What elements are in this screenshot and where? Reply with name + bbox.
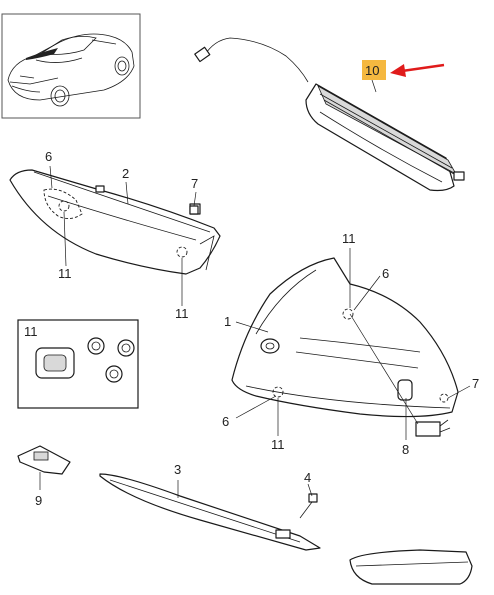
callout-9: 9 [35,493,42,508]
callout-7-right: 7 [472,376,479,391]
vehicle-thumbnail [1,13,141,119]
callout-3: 3 [174,462,181,477]
callout-11-left: 11 [58,266,72,281]
callout-11-inset: 11 [24,324,38,339]
callout-6-right: 6 [382,266,389,281]
callout-6-lower: 6 [222,414,229,429]
part-1-tail-lamp [231,257,459,418]
inset-grommets [17,319,139,409]
callout-6-top: 6 [45,149,52,164]
callout-1: 1 [224,314,231,329]
red-arrow-indicator [390,63,445,77]
callout-10: 10 [365,63,379,78]
callout-4: 4 [304,470,311,485]
part-8-connector [415,419,451,437]
callout-11-panel: 11 [175,306,189,321]
callout-2: 2 [122,166,129,181]
callout-11-lamp-bottom: 11 [271,437,285,452]
part-10-brake-lamp [194,37,465,192]
callout-11-lamp-top: 11 [342,231,356,246]
leader-lines [39,79,471,498]
part-4-screw [299,493,318,519]
callout-7-top: 7 [191,176,198,191]
part-3-trim-strip [99,473,321,551]
part-lower-fragment [349,549,473,585]
part-2-side-panel [9,169,221,275]
part-9-license-lamp [17,445,71,475]
callout-8: 8 [402,442,409,457]
part-7-screw-upper [189,205,199,215]
callout-10-highlight [362,60,386,80]
